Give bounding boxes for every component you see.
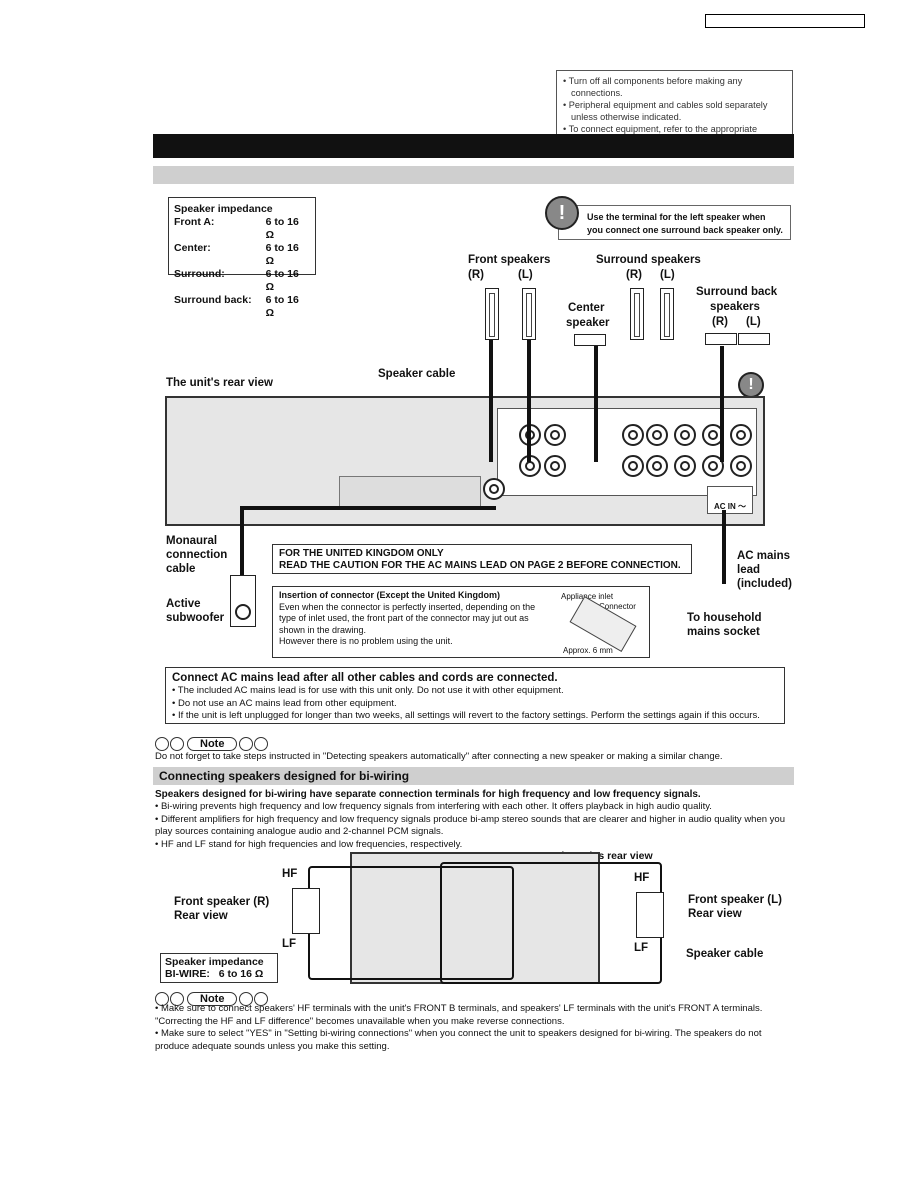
impedance-row: Surround:6 to 16 Ω — [174, 268, 299, 293]
impedance-title: Speaker impedance — [174, 203, 273, 215]
ac-mains-lead — [722, 510, 726, 584]
ac-caution-box: Connect AC mains lead after all other ca… — [165, 667, 785, 724]
speaker-cable — [489, 340, 493, 462]
front-speaker-l — [522, 288, 536, 340]
front-speaker-l-rear — [636, 892, 664, 938]
biwire-cable — [440, 862, 662, 984]
speaker-cable — [594, 346, 598, 462]
front-r-label: (R) — [468, 269, 484, 281]
exclamation-icon: ! — [545, 196, 579, 230]
approx-label: Approx. 6 mm — [563, 646, 613, 655]
speaker-terminal — [702, 455, 724, 477]
note-header: Note — [155, 735, 269, 753]
title-bar — [153, 134, 794, 158]
note-header-2: Note — [155, 990, 269, 1008]
front-l-label: (L) — [518, 269, 533, 281]
warning-box: Use the terminal for the left speaker wh… — [558, 205, 791, 240]
hf-label-l: HF — [634, 872, 650, 884]
surround-back-speaker-r — [705, 333, 737, 345]
impedance-box: Speaker impedance Front A:6 to 16 Ω Cent… — [168, 197, 316, 319]
biwire-impedance-box: Speaker impedance BI-WIRE: 6 to 16 Ω — [160, 953, 278, 983]
hf-label-r: HF — [282, 868, 298, 880]
surround-r-label: (R) — [626, 269, 642, 281]
biwire-lead: Speakers designed for bi-wiring have sep… — [155, 789, 701, 800]
audio-input-panel — [339, 476, 481, 508]
surround-speakers-label: Surround speakers — [596, 254, 701, 266]
subwoofer-output-terminal — [483, 478, 505, 500]
center-label: Center — [568, 302, 605, 314]
speaker-terminal — [622, 424, 644, 446]
speaker-terminal — [674, 455, 696, 477]
speaker-terminal — [622, 455, 644, 477]
speaker-terminal-panel — [497, 408, 757, 496]
speaker-cable — [720, 346, 724, 462]
speaker-terminal — [730, 424, 752, 446]
speaker-terminal — [544, 424, 566, 446]
connector-label: Connector — [599, 602, 636, 611]
biwire-bullets: • Bi-wiring prevents high frequency and … — [155, 801, 785, 850]
monaural-cable — [240, 506, 244, 576]
front-speaker-r-label: Front speaker (R)Rear view — [174, 896, 270, 922]
surround-l-label: (L) — [660, 269, 675, 281]
speaker-terminal — [730, 455, 752, 477]
ac-in-socket: AC IN ～ — [707, 486, 753, 514]
precaution-item: • Peripheral equipment and cables sold s… — [563, 100, 768, 122]
front-speaker-l-label: Front speaker (L)Rear view — [688, 894, 782, 920]
section-bar — [153, 166, 794, 184]
warning-text: Use the terminal for the left speaker wh… — [587, 212, 783, 235]
note-text: Do not forget to take steps instructed i… — [155, 751, 723, 762]
speaker-cable-label: Speaker cable — [378, 368, 456, 380]
front-speaker-r-rear — [292, 888, 320, 934]
speaker-terminal — [674, 424, 696, 446]
note2-text: • Make sure to connect speakers' HF term… — [155, 1003, 763, 1052]
impedance-row: Center:6 to 16 Ω — [174, 242, 299, 267]
surround-back-label: Surround back — [696, 286, 778, 298]
surround-speaker-r — [630, 288, 644, 340]
biwire-speaker-cable-label: Speaker cable — [686, 948, 764, 960]
impedance-row: Surround back:6 to 16 Ω — [174, 294, 299, 319]
speaker-terminal — [646, 455, 668, 477]
impedance-row: Front A:6 to 16 Ω — [174, 216, 299, 241]
surround-back-speaker-l — [738, 333, 770, 345]
exclamation-icon: ! — [738, 372, 764, 398]
monaural-cable — [240, 506, 496, 510]
surround-back-l-label: (L) — [746, 316, 761, 328]
rear-view-label: The unit's rear view — [166, 377, 273, 389]
center-speaker — [574, 334, 606, 346]
lf-label-l: LF — [634, 942, 649, 954]
surround-back-r-label: (R) — [712, 316, 728, 328]
speaker-cable — [527, 340, 531, 462]
subwoofer-icon — [230, 575, 256, 627]
insertion-box: Insertion of connector (Except the Unite… — [272, 586, 650, 658]
header-box — [705, 14, 865, 28]
speaker-terminal — [646, 424, 668, 446]
speaker-terminal — [544, 455, 566, 477]
precaution-item: • Turn off all components before making … — [563, 76, 743, 98]
surround-back-label-2: speakers — [710, 301, 760, 313]
surround-speaker-l — [660, 288, 674, 340]
biwire-section-title: Connecting speakers designed for bi-wiri… — [153, 767, 794, 785]
front-speaker-r — [485, 288, 499, 340]
front-speakers-label: Front speakers — [468, 254, 551, 266]
lf-label-r: LF — [282, 938, 297, 950]
center-label-2: speaker — [566, 317, 610, 329]
